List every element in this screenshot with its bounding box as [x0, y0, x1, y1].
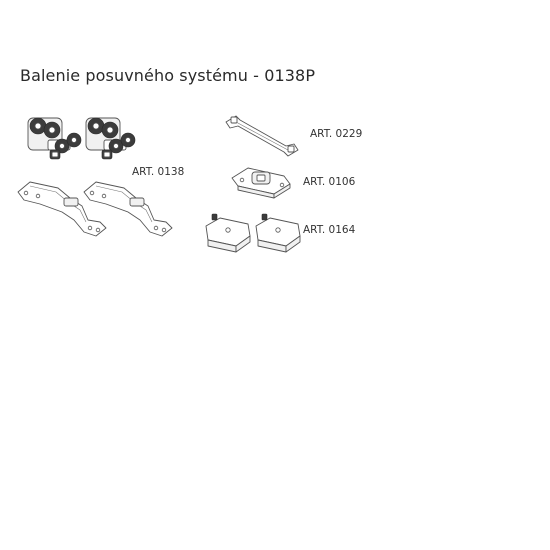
floor-guide-1: [205, 213, 251, 253]
label-art-0164: ART. 0164: [303, 224, 356, 236]
carriage-assembly-1: [27, 117, 82, 160]
connecting-bar: [225, 115, 299, 157]
floor-guide-2: [255, 213, 301, 253]
guide-block: [231, 167, 291, 199]
page-title: Balenie posuvného systému - 0138P: [20, 66, 316, 85]
mounting-bracket-1: [17, 181, 107, 237]
carriage-assembly-2: [85, 117, 136, 160]
label-art-0138: ART. 0138: [132, 166, 185, 178]
mounting-bracket-2: [83, 181, 173, 237]
label-art-0229: ART. 0229: [310, 128, 363, 140]
label-art-0106: ART. 0106: [303, 176, 356, 188]
